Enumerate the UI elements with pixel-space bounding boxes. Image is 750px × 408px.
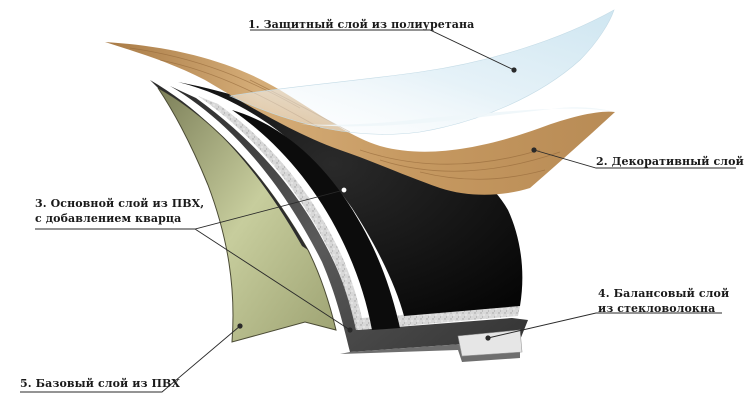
protective-film-edge [300,107,615,127]
leader-dots [237,67,537,341]
label-balance-layer-line-1: 4. Балансовый слой [598,287,730,300]
label-core-layer-line-1: 3. Основной слой из ПВХ, [35,197,205,210]
label-balance-layer: 4. Балансовый слой из стекловолокна [598,286,729,316]
label-decorative-layer-text: 2. Декоративный слой [596,155,744,168]
label-balance-layer-line-2: из стекловолокна [598,302,716,315]
leader-dot-3a [340,186,348,194]
quartz-layer [198,96,520,330]
leader-dot-4 [485,335,491,341]
leader-line-5 [20,325,241,393]
core-pvc-layer [178,82,523,316]
label-core-layer-line-2: с добавлением кварца [35,212,182,225]
label-protective-layer-text: 1. Защитный слой из полиуретана [248,18,475,31]
leader-line-2 [533,149,736,169]
leader-line-4 [487,312,722,339]
leader-dot-2 [531,147,537,153]
label-protective-layer: 1. Защитный слой из полиуретана [248,17,474,32]
core-thickness [232,110,400,330]
leader-line-1 [250,29,515,71]
label-decorative-layer: 2. Декоративный слой [596,154,744,169]
protective-film-layer [228,9,615,135]
label-base-layer: 5. Базовый слой из ПВХ [20,376,180,391]
leader-lines [20,29,736,393]
balance-light-strip [457,329,523,357]
label-base-layer-text: 5. Базовый слой из ПВХ [20,377,181,390]
decorative-wood-layer [105,42,615,195]
leader-line-3b [194,228,351,331]
leader-dot-5 [237,323,243,329]
fiberglass-layer [170,86,528,352]
label-core-layer: 3. Основной слой из ПВХ, с добавлением к… [35,196,204,226]
leader-dot-1 [511,67,517,73]
leader-dot-3b [347,327,353,333]
